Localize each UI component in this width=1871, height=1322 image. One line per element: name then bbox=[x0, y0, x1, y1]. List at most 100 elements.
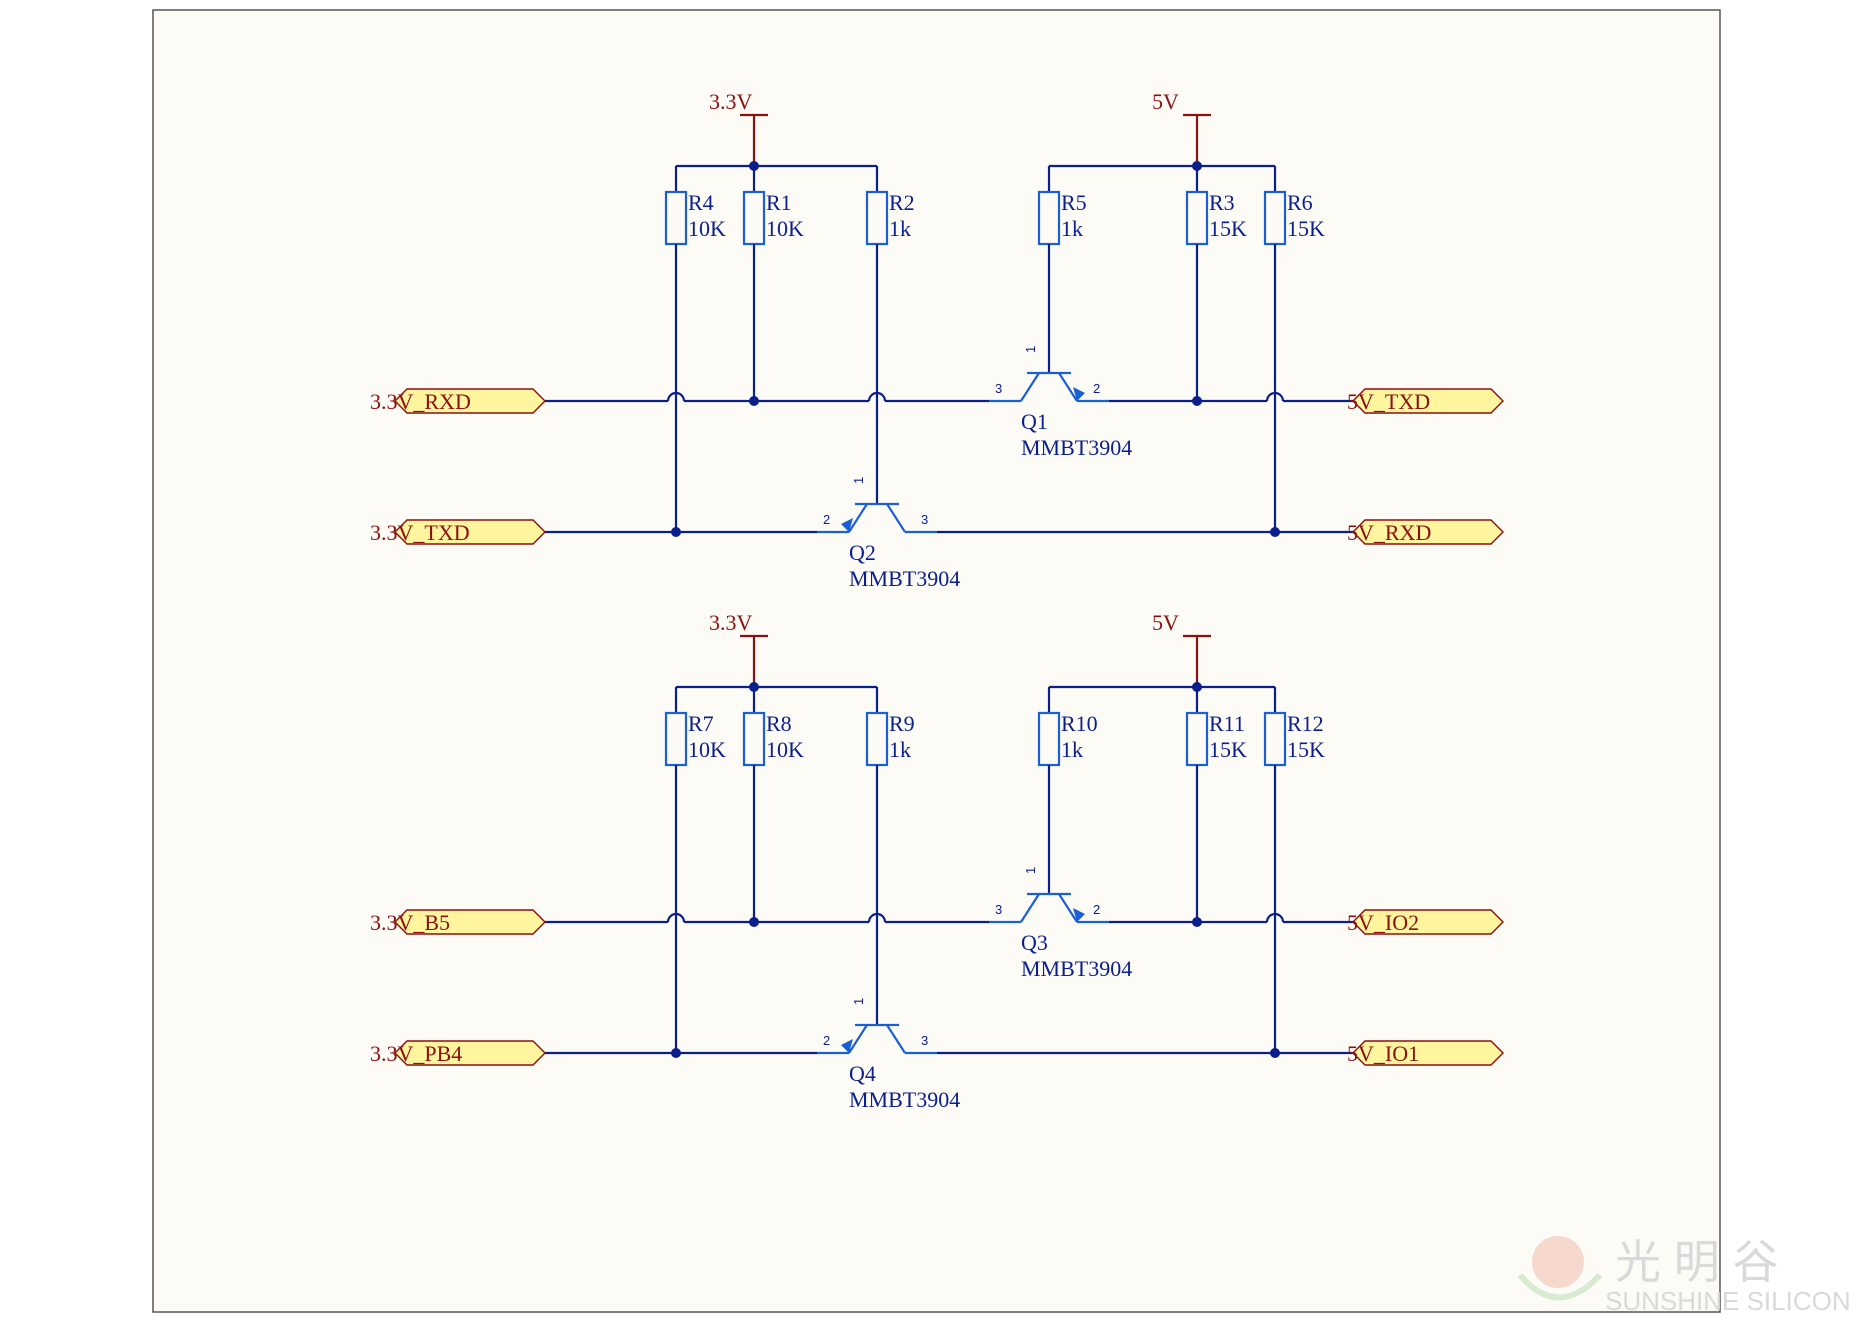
resistor-value: 1k bbox=[889, 737, 911, 762]
resistor-ref: R6 bbox=[1287, 190, 1313, 215]
junction-dot bbox=[1192, 396, 1202, 406]
transistor-ref: Q3 bbox=[1021, 930, 1048, 955]
resistor-ref: R3 bbox=[1209, 190, 1235, 215]
pin-number: 1 bbox=[851, 477, 866, 484]
junction-dot bbox=[671, 1048, 681, 1058]
power-symbol: 5V bbox=[1152, 610, 1211, 686]
pin-number: 2 bbox=[1093, 902, 1100, 917]
resistor-ref: R1 bbox=[766, 190, 792, 215]
net-port: 5V_IO2 bbox=[1347, 909, 1504, 935]
power-label: 3.3V bbox=[709, 89, 753, 114]
pin-number: 1 bbox=[851, 998, 866, 1005]
junction-dot bbox=[749, 396, 759, 406]
net-port: 3.3V_B5 bbox=[370, 909, 546, 935]
transistor-part: MMBT3904 bbox=[1021, 435, 1132, 460]
resistor-value: 1k bbox=[889, 216, 911, 241]
resistor-ref: R5 bbox=[1061, 190, 1087, 215]
watermark-en: SUNSHINE SILICON bbox=[1605, 1286, 1851, 1316]
power-symbol: 3.3V bbox=[709, 89, 768, 165]
resistor-ref: R12 bbox=[1287, 711, 1324, 736]
resistor-value: 10K bbox=[688, 216, 726, 241]
junction-dot bbox=[1192, 917, 1202, 927]
resistor-value: 15K bbox=[1287, 737, 1325, 762]
resistor-value: 15K bbox=[1209, 216, 1247, 241]
port-label: 5V_RXD bbox=[1347, 520, 1431, 545]
power-symbol: 5V bbox=[1152, 89, 1211, 165]
net-port: 5V_RXD bbox=[1347, 519, 1504, 545]
resistor-value: 1k bbox=[1061, 216, 1083, 241]
pin-number: 1 bbox=[1023, 346, 1038, 353]
emitter-arrow bbox=[1073, 387, 1085, 401]
resistor-ref: R10 bbox=[1061, 711, 1098, 736]
port-label: 5V_IO2 bbox=[1347, 910, 1419, 935]
pin-number: 3 bbox=[921, 512, 928, 527]
pin-number: 2 bbox=[823, 512, 830, 527]
wire-crossover bbox=[666, 391, 686, 402]
transistor-ref: Q4 bbox=[849, 1061, 876, 1086]
resistor-value: 10K bbox=[688, 737, 726, 762]
power-symbol: 3.3V bbox=[709, 610, 768, 686]
resistor-ref: R4 bbox=[688, 190, 714, 215]
transistor-part: MMBT3904 bbox=[849, 1087, 960, 1112]
resistor-value: 10K bbox=[766, 216, 804, 241]
port-label: 3.3V_B5 bbox=[370, 910, 450, 935]
net-port: 3.3V_PB4 bbox=[370, 1040, 546, 1066]
pin-number: 2 bbox=[1093, 381, 1100, 396]
net-port: 5V_IO1 bbox=[1347, 1040, 1504, 1066]
sheet-frame bbox=[152, 9, 1721, 1313]
pin-number: 3 bbox=[921, 1033, 928, 1048]
transistor-ref: Q2 bbox=[849, 540, 876, 565]
transistor-ref: Q1 bbox=[1021, 409, 1048, 434]
resistor-value: 15K bbox=[1209, 737, 1247, 762]
resistor-ref: R2 bbox=[889, 190, 915, 215]
pin-number: 1 bbox=[1023, 867, 1038, 874]
resistor-value: 15K bbox=[1287, 216, 1325, 241]
emitter-arrow bbox=[841, 1039, 853, 1053]
power-label: 3.3V bbox=[709, 610, 753, 635]
resistor-ref: R9 bbox=[889, 711, 915, 736]
watermark-sun-icon bbox=[1532, 1236, 1584, 1288]
port-label: 3.3V_RXD bbox=[370, 389, 471, 414]
port-label: 5V_IO1 bbox=[1347, 1041, 1419, 1066]
junction-dot bbox=[1270, 1048, 1280, 1058]
net-port: 5V_TXD bbox=[1347, 388, 1504, 414]
watermark-leaf-icon bbox=[1517, 1272, 1603, 1301]
wire-crossover bbox=[867, 912, 887, 923]
junction-dot bbox=[671, 527, 681, 537]
power-label: 5V bbox=[1152, 610, 1179, 635]
emitter-arrow bbox=[1073, 908, 1085, 922]
watermark-cn: 光 明 谷 bbox=[1615, 1236, 1779, 1288]
port-label: 3.3V_TXD bbox=[370, 520, 470, 545]
pin-number: 2 bbox=[823, 1033, 830, 1048]
wire-crossover bbox=[1265, 391, 1285, 402]
net-port: 3.3V_RXD bbox=[370, 388, 546, 414]
power-label: 5V bbox=[1152, 89, 1179, 114]
wire-crossover bbox=[867, 391, 887, 402]
resistor-value: 1k bbox=[1061, 737, 1083, 762]
wire-crossover bbox=[666, 912, 686, 923]
pin-number: 3 bbox=[995, 381, 1002, 396]
transistor-part: MMBT3904 bbox=[1021, 956, 1132, 981]
emitter-arrow bbox=[841, 518, 853, 532]
resistor-ref: R7 bbox=[688, 711, 714, 736]
pin-number: 3 bbox=[995, 902, 1002, 917]
net-port: 3.3V_TXD bbox=[370, 519, 546, 545]
junction-dot bbox=[749, 917, 759, 927]
resistor-ref: R8 bbox=[766, 711, 792, 736]
port-label: 5V_TXD bbox=[1347, 389, 1430, 414]
wire-crossover bbox=[1265, 912, 1285, 923]
